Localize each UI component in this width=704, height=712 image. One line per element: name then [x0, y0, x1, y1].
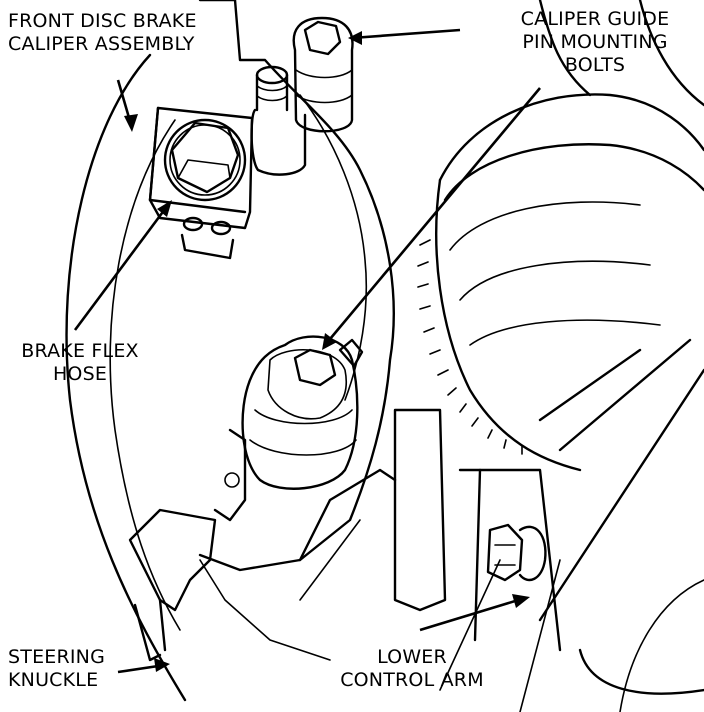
label-lower-control-arm: LOWER CONTROL ARM [322, 646, 502, 692]
leader-front-disc-brake-caliper [116, 79, 138, 132]
lower-control-arm [298, 338, 704, 712]
label-line: CALIPER GUIDE [520, 8, 670, 30]
rotor-outline [65, 53, 187, 702]
label-line: CONTROL ARM [340, 669, 484, 691]
rotor-inner-arc [109, 119, 181, 631]
label-brake-flex-hose: BRAKE FLEX HOSE [10, 340, 150, 386]
label-caliper-guide-pin-mounting-bolts: CALIPER GUIDE PIN MOUNTING BOLTS [495, 8, 695, 77]
leader-guide-pin-upper [348, 28, 461, 45]
cv-boot [417, 0, 704, 472]
label-front-disc-brake-caliper-assembly: FRONT DISC BRAKE CALIPER ASSEMBLY [8, 10, 197, 56]
caliper-housing-inner [299, 94, 368, 401]
leader-brake-flex-hose [73, 200, 172, 331]
steering-knuckle-body [128, 428, 331, 662]
label-line: BOLTS [564, 54, 626, 76]
control-arm-bolt [486, 523, 547, 582]
upper-piston [250, 65, 307, 176]
label-line: STEERING [8, 646, 106, 668]
label-steering-knuckle: STEERING KNUCKLE [8, 646, 105, 692]
leader-lower-control-arm [419, 594, 530, 632]
lower-guide-pin-bolt [241, 335, 364, 490]
label-line: LOWER [377, 646, 447, 668]
label-line: FRONT DISC BRAKE [8, 10, 197, 32]
label-line: BRAKE FLEX [21, 340, 139, 362]
label-line: CALIPER ASSEMBLY [8, 33, 195, 55]
label-line: HOSE [52, 363, 108, 385]
upper-guide-pin-bolt [292, 16, 354, 133]
leader-steering-knuckle [117, 658, 170, 674]
caliper-housing [198, 0, 395, 572]
label-line: PIN MOUNTING [522, 31, 668, 53]
leader-guide-pin-lower [322, 87, 541, 350]
label-line: KNUCKLE [8, 669, 99, 691]
hose-fitting-block [148, 106, 254, 260]
